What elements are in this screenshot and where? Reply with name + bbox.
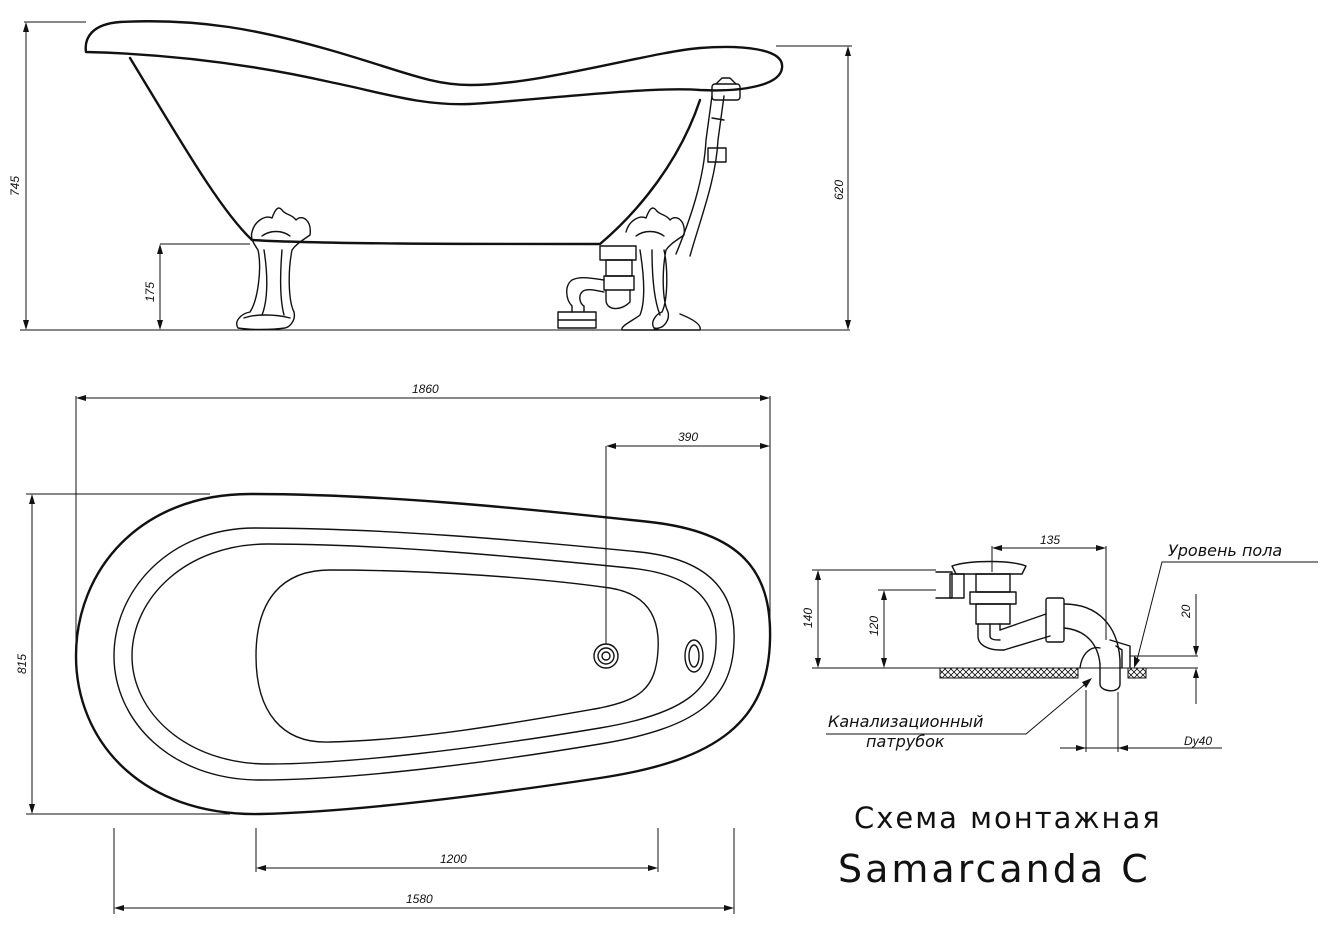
sewer-pipe-label-line1: Канализационный xyxy=(828,712,983,731)
drain-hole xyxy=(593,643,619,669)
dim-1200-label: 1200 xyxy=(440,852,467,866)
bathtub-bottom-contour xyxy=(255,569,659,743)
dim-815-label: 815 xyxy=(15,654,29,674)
drawing-title: Схема монтажная xyxy=(854,801,1162,835)
dim-620-label: 620 xyxy=(832,180,846,200)
side-view: 745 620 175 xyxy=(8,20,852,331)
top-view: 1860 390 815 1200 1580 xyxy=(15,382,772,914)
sewer-pipe-label-line2: патрубок xyxy=(866,732,945,751)
bathtub-basin-contour xyxy=(131,543,717,765)
left-claw-foot xyxy=(236,207,311,331)
dim-120-label: 120 xyxy=(867,616,881,636)
siphon-detail: 135 140 120 20 Dy40 Уровень пола Канализ… xyxy=(801,533,1318,752)
bathtub-outer-contour xyxy=(74,492,772,816)
dim-390-label: 390 xyxy=(678,430,698,444)
overflow-pipe xyxy=(675,77,741,257)
dim-1580-label: 1580 xyxy=(406,892,433,906)
model-name: Samarcanda C xyxy=(838,847,1151,891)
title-block: Схема монтажная Samarcanda C xyxy=(838,801,1162,891)
floor-level-label: Уровень пола xyxy=(1168,541,1282,560)
bathtub-body xyxy=(128,56,702,246)
leader-sewer-pipe xyxy=(826,679,1091,735)
right-claw-foot xyxy=(621,207,701,331)
floor-hatch xyxy=(939,667,1079,679)
drain-siphon xyxy=(557,245,637,329)
dim-1860-label: 1860 xyxy=(412,382,439,396)
dim-dy40-label: Dy40 xyxy=(1184,734,1212,748)
bathtub-rim xyxy=(84,20,784,106)
dim-140-label: 140 xyxy=(801,608,815,628)
dim-20-label: 20 xyxy=(1179,604,1193,619)
leader-floor-level xyxy=(1135,561,1318,665)
dim-135-label: 135 xyxy=(1040,533,1060,547)
dim-745-label: 745 xyxy=(8,176,22,196)
overflow-hole xyxy=(684,639,704,673)
bathtub-rim-inner-contour xyxy=(113,527,735,781)
dim-175-label: 175 xyxy=(143,282,157,302)
